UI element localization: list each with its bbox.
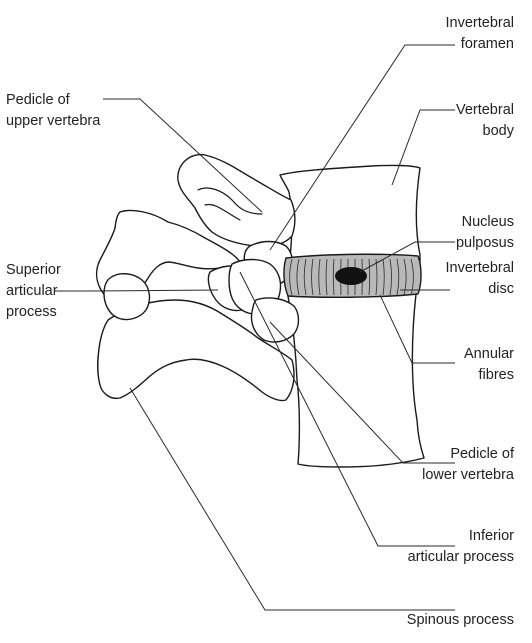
lower-vertebral-body [288,293,424,467]
upper-vertebral-body [280,165,420,262]
label-line: Inferior [408,526,514,547]
label-line: Invertebral [445,13,514,34]
lower-transverse-lobe [104,274,149,320]
label-superior-articular: Superior articular process [6,260,61,323]
label-line: Superior [6,260,61,281]
label-line: disc [445,279,514,300]
lower-pedicle [252,298,299,342]
label-pedicle-upper: Pedicle of upper vertebra [6,90,100,132]
label-line: foramen [445,34,514,55]
label-line: pulposus [456,233,514,254]
label-line: upper vertebra [6,111,100,132]
label-pedicle-lower: Pedicle of lower vertebra [422,444,514,486]
label-nucleus-pulposus: Nucleus pulposus [456,212,514,254]
label-line: process [6,302,61,323]
label-vertebral-body: Vertebral body [456,100,514,142]
nucleus-pulposus [335,267,367,285]
label-invertebral-foramen: Invertebral foramen [445,13,514,55]
label-invertebral-disc: Invertebral disc [445,258,514,300]
label-line: articular [6,281,61,302]
label-line: Pedicle of [422,444,514,465]
label-annular-fibres: Annular fibres [464,344,514,386]
label-line: Invertebral [445,258,514,279]
intervertebral-disc [284,254,421,297]
label-line: Vertebral [456,100,514,121]
leader-superior-articular [55,290,218,291]
label-line: lower vertebra [422,465,514,486]
label-spinous-process: Spinous process [407,610,514,631]
label-line: Pedicle of [6,90,100,111]
label-line: Nucleus [456,212,514,233]
label-line: Spinous process [407,610,514,631]
label-inferior-articular: Inferior articular process [408,526,514,568]
label-line: articular process [408,547,514,568]
label-line: fibres [464,365,514,386]
label-line: body [456,121,514,142]
label-line: Annular [464,344,514,365]
